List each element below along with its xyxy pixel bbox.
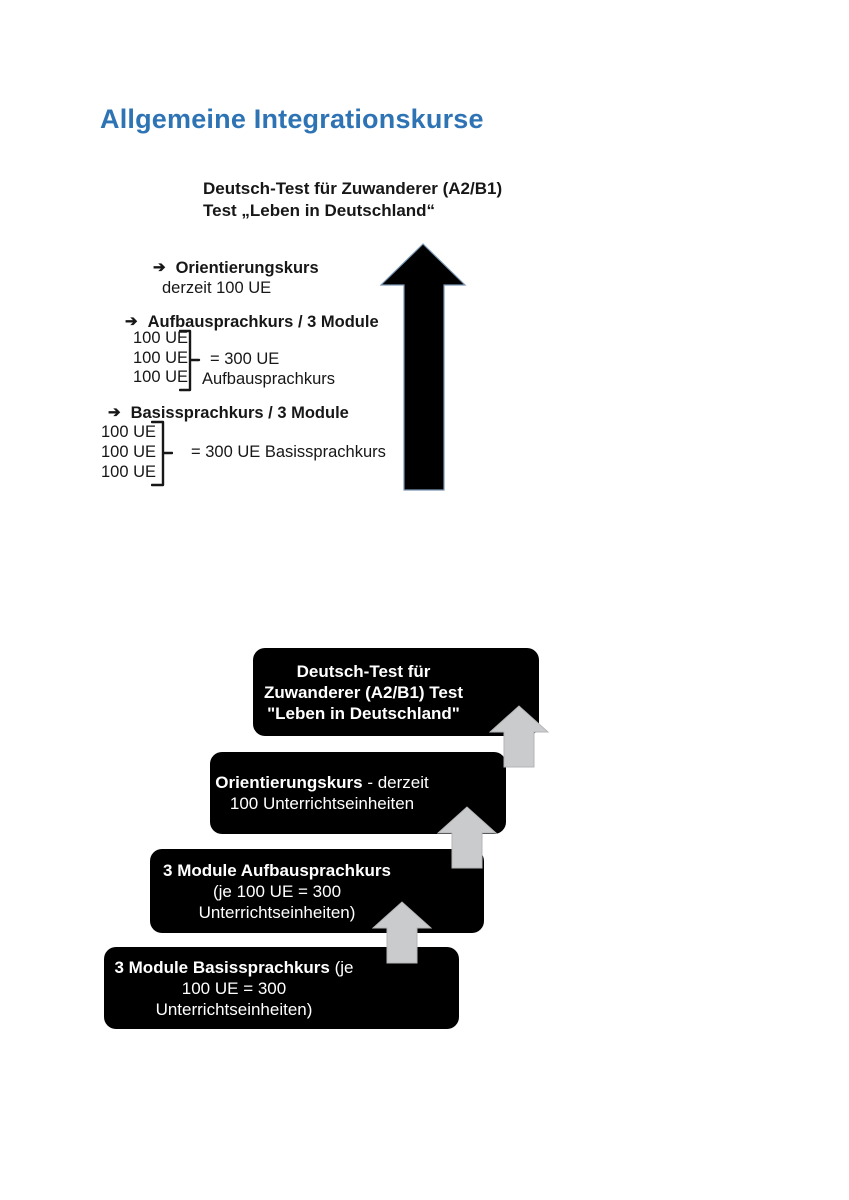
box-basis-rest: (je [329,957,354,977]
stair-box-aufbausprachkurs: 3 Module Aufbausprachkurs (je 100 UE = 3… [150,849,484,933]
module-ue: 100 UE [101,463,157,481]
aufbau-sum-line1: = 300 UE [210,350,280,368]
arrow-bullet-icon: ➔ [125,313,138,330]
aufbausprachkurs-item: ➔ Aufbausprachkurs / 3 Module [125,313,379,332]
stair-box-test: Deutsch-Test für Zuwanderer (A2/B1) Test… [253,648,539,736]
basissprachkurs-title: Basissprachkurs / 3 Module [130,404,349,422]
module-ue: 100 UE [133,368,189,386]
module-ue: 100 UE [133,329,189,347]
big-up-arrow-icon [379,243,467,491]
stair-up-arrow-icon [372,901,432,964]
aufbau-sum-line2: Aufbausprachkurs [202,370,335,388]
module-ue: 100 UE [101,423,157,441]
orientierungskurs-detail: derzeit 100 UE [162,279,272,297]
box-orientierung-rest: - derzeit [362,773,429,792]
stair-up-arrow-icon [489,705,549,768]
box-orientierung-line2: 100 Unterrichtseinheiten [229,794,415,813]
box-basis-line2: 100 UE = 300 [181,978,287,998]
module-ue: 100 UE [133,348,189,367]
box-test-line2: Zuwanderer (A2/B1) Test [263,682,463,702]
basis-sum: = 300 UE Basissprachkurs [191,443,386,461]
box-orientierung-line1: Orientierungskurs - derzeit [210,772,434,793]
box-test-line1: Deutsch-Test für [296,661,431,681]
box-orientierung-title: Orientierungskurs [215,773,363,792]
box-aufbau-title: 3 Module Aufbausprachkurs [163,860,391,880]
stair-up-arrow-icon [437,806,497,869]
box-basis-line1: 3 Module Basissprachkurs (je [104,957,364,978]
basissprachkurs-modules: 100 UE 100 UE 100 UE [101,422,156,482]
box-basis-title: 3 Module Basissprachkurs [114,957,330,977]
box-aufbau-line3: Unterrichtseinheiten) [198,902,356,922]
arrow-bullet-icon: ➔ [153,259,166,276]
test-header-line1: Deutsch-Test für Zuwanderer (A2/B1) [203,179,503,198]
aufbausprachkurs-title: Aufbausprachkurs / 3 Module [147,313,379,331]
module-ue: 100 UE [101,443,157,461]
arrow-bullet-icon: ➔ [108,404,121,421]
grouping-bracket-icon [151,420,173,487]
grouping-bracket-icon [179,329,201,392]
test-header: Deutsch-Test für Zuwanderer (A2/B1) Test… [203,178,502,222]
orientierungskurs-item: ➔ Orientierungskurs [153,259,319,278]
box-test-line3: "Leben in Deutschland" [267,703,460,723]
stair-box-basissprachkurs: 3 Module Basissprachkurs (je 100 UE = 30… [104,947,459,1029]
aufbausprachkurs-modules: 100 UE 100 UE 100 UE [133,329,188,388]
box-aufbau-line2: (je 100 UE = 300 [212,881,342,901]
basissprachkurs-item: ➔ Basissprachkurs / 3 Module [108,404,349,423]
orientierungskurs-title: Orientierungskurs [175,259,319,277]
page-title: Allgemeine Integrationskurse [100,104,484,134]
box-basis-line3: Unterrichtseinheiten) [155,999,313,1019]
test-header-line2: Test „Leben in Deutschland“ [203,201,436,220]
